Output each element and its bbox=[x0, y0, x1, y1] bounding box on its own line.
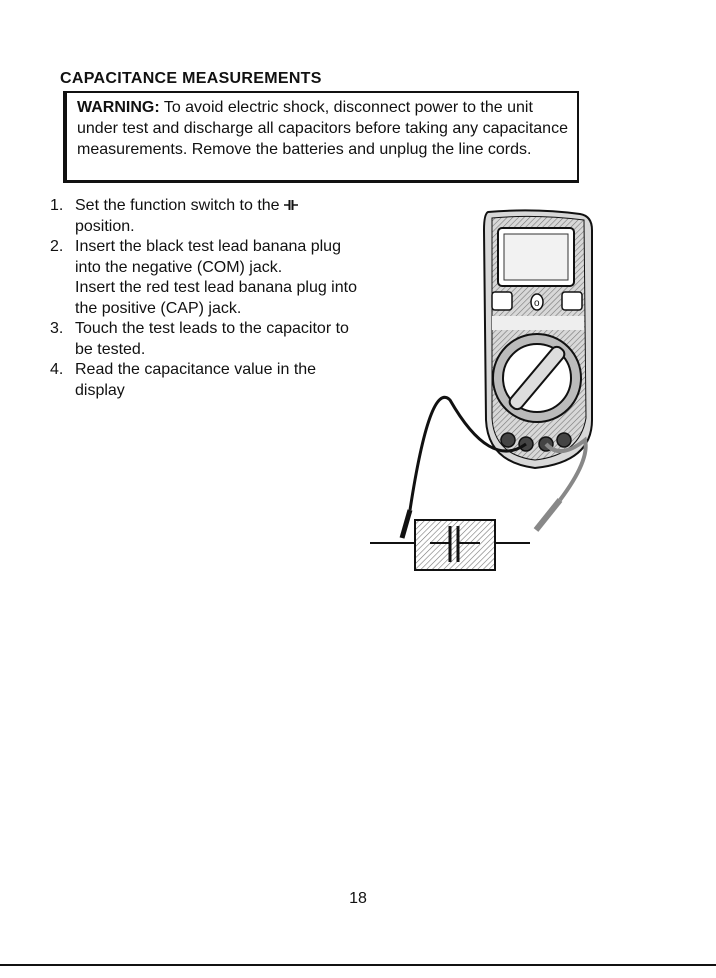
step-number: 2. bbox=[50, 238, 64, 255]
meter-button bbox=[491, 291, 513, 311]
step-3: 3. Touch the test leads to the capacitor… bbox=[50, 319, 370, 360]
input-jack bbox=[556, 432, 572, 448]
meter-button bbox=[561, 291, 583, 311]
step-number: 1. bbox=[50, 197, 64, 214]
page-bottom-rule bbox=[0, 964, 716, 966]
step-text-continued: position. bbox=[75, 217, 135, 235]
capacitor-symbol-icon bbox=[284, 200, 299, 210]
step-4: 4. Read the capacitance value in the dis… bbox=[50, 360, 370, 401]
page-number: 18 bbox=[349, 890, 367, 907]
step-text: Set the function switch to the bbox=[75, 197, 285, 214]
step-2: 2. Insert the black test lead banana plu… bbox=[50, 237, 370, 319]
step-number: 4. bbox=[50, 361, 64, 378]
step-number: 3. bbox=[50, 320, 64, 337]
step-text: Insert the black test lead banana plug i… bbox=[75, 238, 341, 276]
warning-label: WARNING: bbox=[77, 99, 160, 116]
warning-box: WARNING: To avoid electric shock, discon… bbox=[63, 91, 579, 183]
multimeter-illustration: o bbox=[370, 209, 593, 571]
instruction-steps: 1. Set the function switch to the positi… bbox=[50, 196, 370, 401]
input-jack bbox=[500, 432, 516, 448]
black-test-lead bbox=[408, 395, 527, 511]
step-text-second: Insert the red test lead banana plug int… bbox=[75, 279, 357, 317]
step-text: Touch the test leads to the capacitor to… bbox=[75, 320, 349, 358]
red-test-lead bbox=[544, 436, 588, 502]
step-text: Read the capacitance value in the displa… bbox=[75, 361, 317, 399]
capacitor-box bbox=[414, 519, 496, 571]
meter-button bbox=[530, 293, 544, 311]
step-1: 1. Set the function switch to the positi… bbox=[50, 196, 370, 237]
svg-text:o: o bbox=[534, 298, 540, 309]
warning-text: To avoid electric shock, disconnect powe… bbox=[77, 99, 568, 158]
section-heading: CAPACITANCE MEASUREMENTS bbox=[60, 70, 322, 87]
